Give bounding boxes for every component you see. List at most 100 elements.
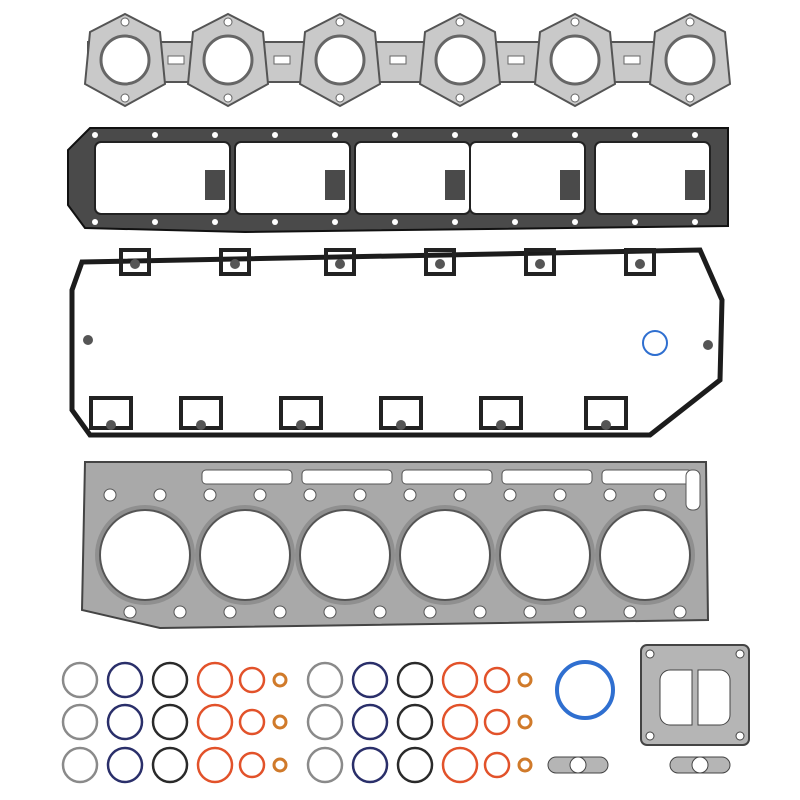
bolt bbox=[130, 259, 140, 269]
o-ring bbox=[196, 703, 234, 741]
bolt-hole bbox=[392, 132, 398, 138]
cylinder-bore bbox=[199, 509, 291, 601]
cylinder-head-gasket bbox=[80, 461, 710, 630]
o-ring bbox=[483, 708, 511, 736]
bolt-hole bbox=[685, 93, 695, 103]
gasket-outline bbox=[69, 247, 725, 438]
o-ring bbox=[61, 746, 99, 784]
o-ring bbox=[106, 661, 144, 699]
bolt-hole bbox=[645, 731, 655, 741]
bolt-hole bbox=[735, 731, 745, 741]
window bbox=[594, 141, 711, 215]
bolt-hole bbox=[332, 132, 338, 138]
port-hole bbox=[664, 34, 716, 86]
bolt-hole bbox=[692, 132, 698, 138]
slot bbox=[507, 55, 525, 65]
bolt-hole bbox=[452, 219, 458, 225]
bolt-hole bbox=[272, 132, 278, 138]
bolt-hole bbox=[152, 132, 158, 138]
o-ring bbox=[106, 703, 144, 741]
o-ring bbox=[441, 703, 479, 741]
o-ring bbox=[441, 746, 479, 784]
o-ring bbox=[306, 746, 344, 784]
o-ring bbox=[272, 672, 288, 688]
port-hole bbox=[569, 756, 587, 774]
bolt-hole bbox=[92, 132, 98, 138]
bolt-hole bbox=[570, 17, 580, 27]
bolt-hole bbox=[223, 93, 233, 103]
port-hole bbox=[434, 34, 486, 86]
bolt-hole bbox=[323, 605, 337, 619]
bolt-hole bbox=[455, 17, 465, 27]
cylinder-bore bbox=[399, 509, 491, 601]
bolt-hole bbox=[212, 132, 218, 138]
bolt-hole bbox=[632, 132, 638, 138]
bolt-hole bbox=[473, 605, 487, 619]
bolt-hole bbox=[692, 219, 698, 225]
bolt bbox=[703, 340, 713, 350]
o-ring bbox=[272, 714, 288, 730]
bolt bbox=[635, 259, 645, 269]
slot bbox=[273, 55, 291, 65]
bolt-hole bbox=[645, 649, 655, 659]
bolt-hole bbox=[173, 605, 187, 619]
bolt-hole bbox=[335, 17, 345, 27]
o-ring bbox=[517, 672, 533, 688]
bolt-hole bbox=[455, 93, 465, 103]
tab bbox=[445, 170, 465, 200]
water-slot bbox=[201, 469, 293, 485]
water-slot bbox=[601, 469, 693, 485]
bolt-hole bbox=[223, 17, 233, 27]
bolt-hole bbox=[92, 219, 98, 225]
o-ring bbox=[106, 746, 144, 784]
boss bbox=[119, 248, 151, 276]
bolt-hole bbox=[572, 132, 578, 138]
port-hole bbox=[99, 34, 151, 86]
port-hole bbox=[697, 669, 731, 726]
water-slot bbox=[501, 469, 593, 485]
cylinder-bore bbox=[299, 509, 391, 601]
small-flange-gaskets bbox=[547, 756, 731, 774]
bolt-hole bbox=[452, 132, 458, 138]
o-ring bbox=[151, 661, 189, 699]
boss bbox=[219, 248, 251, 276]
bolt bbox=[230, 259, 240, 269]
bolt-hole bbox=[272, 219, 278, 225]
o-ring bbox=[272, 757, 288, 773]
port-hole bbox=[202, 34, 254, 86]
exhaust-manifold-gasket bbox=[83, 12, 732, 108]
bolt-hole bbox=[152, 219, 158, 225]
o-ring bbox=[306, 703, 344, 741]
bolt-hole bbox=[273, 605, 287, 619]
tab bbox=[205, 170, 225, 200]
bolt bbox=[83, 335, 93, 345]
water-slot bbox=[301, 469, 393, 485]
bolt-hole bbox=[673, 605, 687, 619]
bolt-hole bbox=[453, 488, 467, 502]
bolt-hole bbox=[423, 605, 437, 619]
bolt bbox=[296, 420, 306, 430]
slot bbox=[167, 55, 185, 65]
o-ring bbox=[351, 661, 389, 699]
port-hole bbox=[314, 34, 366, 86]
bolt bbox=[196, 420, 206, 430]
bolt-hole bbox=[653, 488, 667, 502]
slot bbox=[389, 55, 407, 65]
bolt-hole bbox=[373, 605, 387, 619]
bolt-hole bbox=[570, 93, 580, 103]
o-ring bbox=[517, 757, 533, 773]
small-o-ring bbox=[642, 330, 668, 356]
o-ring bbox=[238, 708, 266, 736]
bolt-hole bbox=[120, 93, 130, 103]
o-ring bbox=[441, 661, 479, 699]
o-ring bbox=[306, 661, 344, 699]
port-hole bbox=[659, 669, 693, 726]
bolt-hole bbox=[103, 488, 117, 502]
boss bbox=[624, 248, 656, 276]
o-ring bbox=[351, 703, 389, 741]
bolt-hole bbox=[603, 488, 617, 502]
bolt-hole bbox=[523, 605, 537, 619]
bolt-hole bbox=[512, 132, 518, 138]
gasket-body bbox=[640, 644, 750, 746]
